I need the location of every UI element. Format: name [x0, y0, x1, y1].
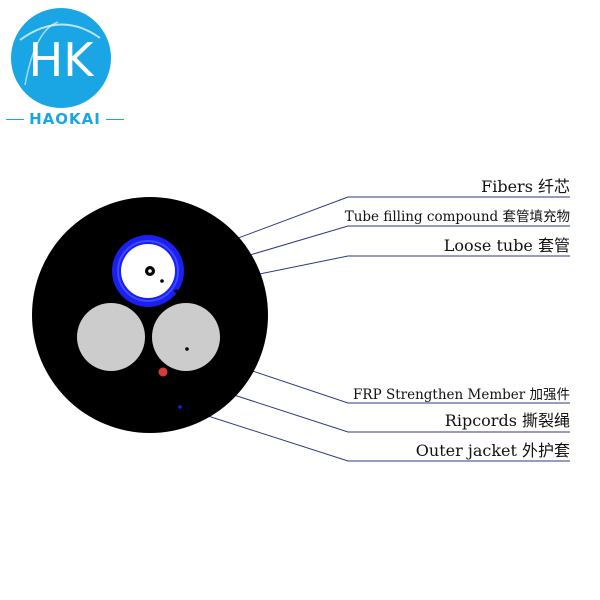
label-outer-jacket: Outer jacket 外护套 [415, 441, 570, 460]
label-frp-strengthen-member: FRP Strengthen Member 加强件 [353, 387, 570, 403]
endpoint-frp [185, 347, 189, 351]
outer-jacket-shape [32, 197, 268, 433]
frp-member-left [77, 303, 145, 371]
label-fibers: Fibers 纤芯 [481, 177, 570, 196]
label-loose-tube: Loose tube 套管 [443, 236, 570, 255]
logo-swoosh-stroke [24, 21, 59, 86]
label-tube-filling-compound: Tube filling compound 套管填充物 [344, 209, 570, 225]
logo-wordmark: HAOKAI [0, 110, 130, 128]
endpoint-fibers [148, 269, 152, 273]
loose-tube-ring [117, 240, 179, 302]
leader-endpoints [148, 269, 189, 409]
endpoint-outer-jacket [178, 405, 182, 409]
logo-circle [11, 8, 111, 108]
logo-arc-stroke [19, 23, 101, 41]
endpoint-loose-tube [174, 289, 178, 293]
endpoint-tube-filling [160, 279, 164, 283]
haokai-logo: HK [11, 8, 111, 108]
logo-monogram: HK [29, 33, 96, 87]
frp-member-right [152, 303, 220, 371]
label-ripcords: Ripcords 撕裂绳 [444, 411, 570, 430]
ripcord-dot [158, 367, 168, 377]
leader-outer-jacket [179, 406, 570, 462]
